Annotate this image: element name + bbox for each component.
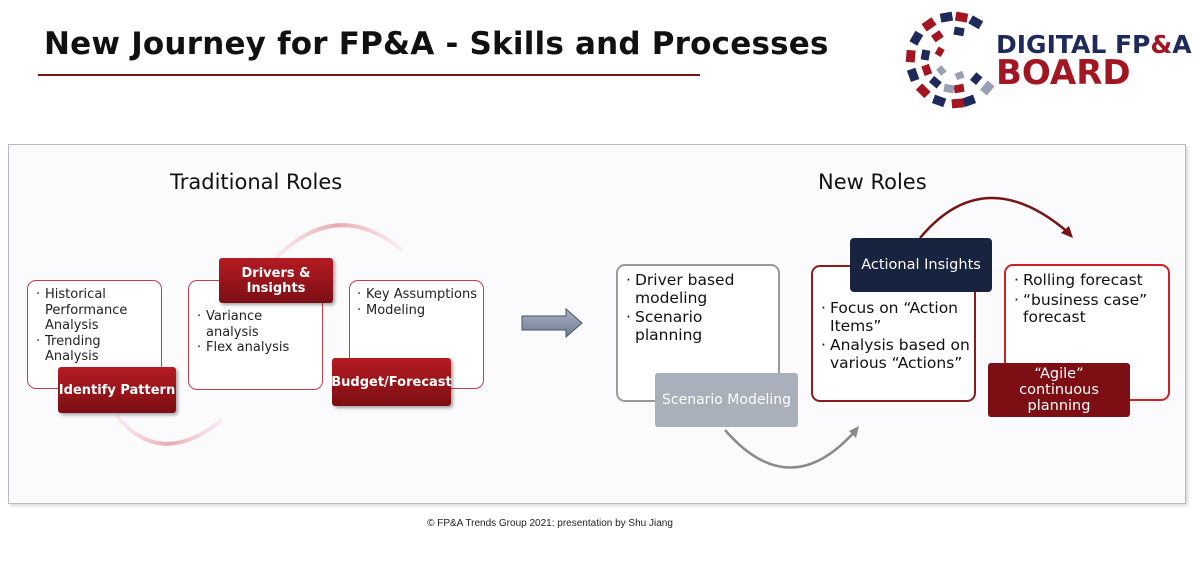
budget-forecast-label: Budget/Forecast (331, 358, 452, 406)
new-roles-heading: New Roles (818, 170, 927, 194)
dark-arc-top-head (1061, 226, 1073, 238)
list-item: Variance analysis (197, 309, 318, 340)
list-item: “business case” forecast (1014, 291, 1164, 327)
list-item: Flex analysis (197, 340, 318, 356)
list-item: Driver based modeling (626, 271, 774, 307)
list-item: Rolling forecast (1014, 271, 1164, 290)
gray-arc-bottom-head (849, 426, 859, 438)
logo-text-board: BOARD (996, 53, 1131, 93)
list-item: Trending Analysis (36, 334, 157, 365)
actional-insights-label: Actional Insights (850, 238, 992, 292)
identify-pattern-label: Identify Pattern (58, 367, 176, 413)
agile-planning-label: “Agile” continuous planning (988, 363, 1130, 417)
center-arrow-icon (521, 307, 583, 339)
list-item: Historical Performance Analysis (36, 287, 157, 334)
logo-text-digital-fpa: DIGITAL FP&A (996, 30, 1192, 59)
scenario-modeling-label: Scenario Modeling (655, 373, 798, 427)
logo-text-amp: & (1150, 30, 1173, 59)
pink-arc-top (270, 223, 404, 264)
list-item: Focus on “Action Items” (821, 299, 970, 335)
list-item: Scenario planning (626, 308, 774, 344)
page-title: New Journey for FP&A - Skills and Proces… (44, 26, 829, 62)
gray-arc-bottom (724, 429, 857, 469)
title-underline (38, 74, 700, 76)
traditional-roles-heading: Traditional Roles (170, 170, 343, 194)
digital-fpa-board-logo-icon (905, 11, 995, 109)
dark-arc-top (919, 196, 1071, 239)
pink-arc-bottom (114, 413, 224, 446)
footer-copyright: © FP&A Trends Group 2021: presentation b… (427, 518, 673, 529)
list-item: Key Assumptions (357, 287, 479, 303)
list-item: Analysis based on various “Actions” (821, 336, 970, 372)
drivers-insights-label: Drivers & Insights (219, 258, 333, 303)
logo-text-part: A (1172, 30, 1192, 59)
card-action-items: Focus on “Action Items” Analysis based o… (811, 265, 976, 402)
list-item: Modeling (357, 303, 479, 319)
logo-text-part: DIGITAL FP (996, 30, 1151, 59)
